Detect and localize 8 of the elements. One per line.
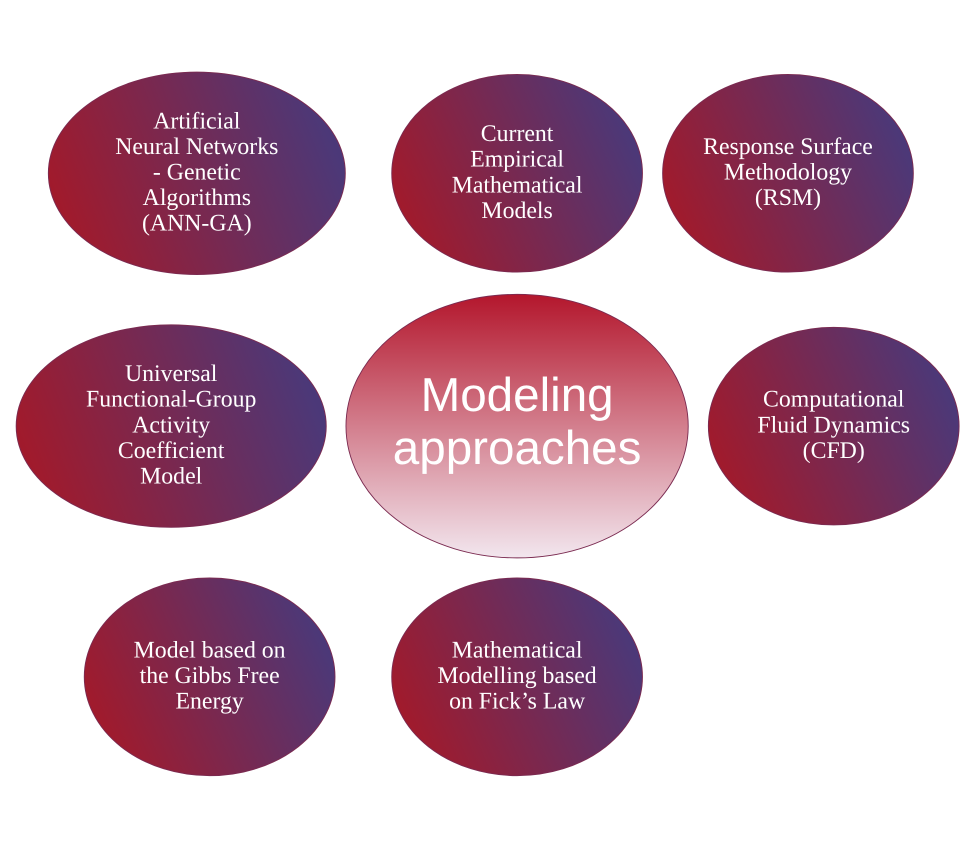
node-ellipse: Modeling approaches (346, 294, 689, 558)
node-ellipse: Mathematical Modelling based on Fick’s Law (391, 578, 643, 776)
node-ellipse: Artificial Neural Networks - Genetic Algorithms (ANN-GA) (48, 72, 346, 275)
node-ellipse: Response Surface Methodology (RSM) (662, 74, 914, 273)
node-ellipse: Current Empirical Mathematical Models (391, 74, 643, 273)
node-ellipse: Computational Fluid Dynamics (CFD) (708, 326, 960, 526)
node-ellipse: Model based on the Gibbs Free Energy (84, 578, 336, 776)
node-ellipse: Universal Functional-Group Activity Coefficient Model (16, 324, 327, 528)
